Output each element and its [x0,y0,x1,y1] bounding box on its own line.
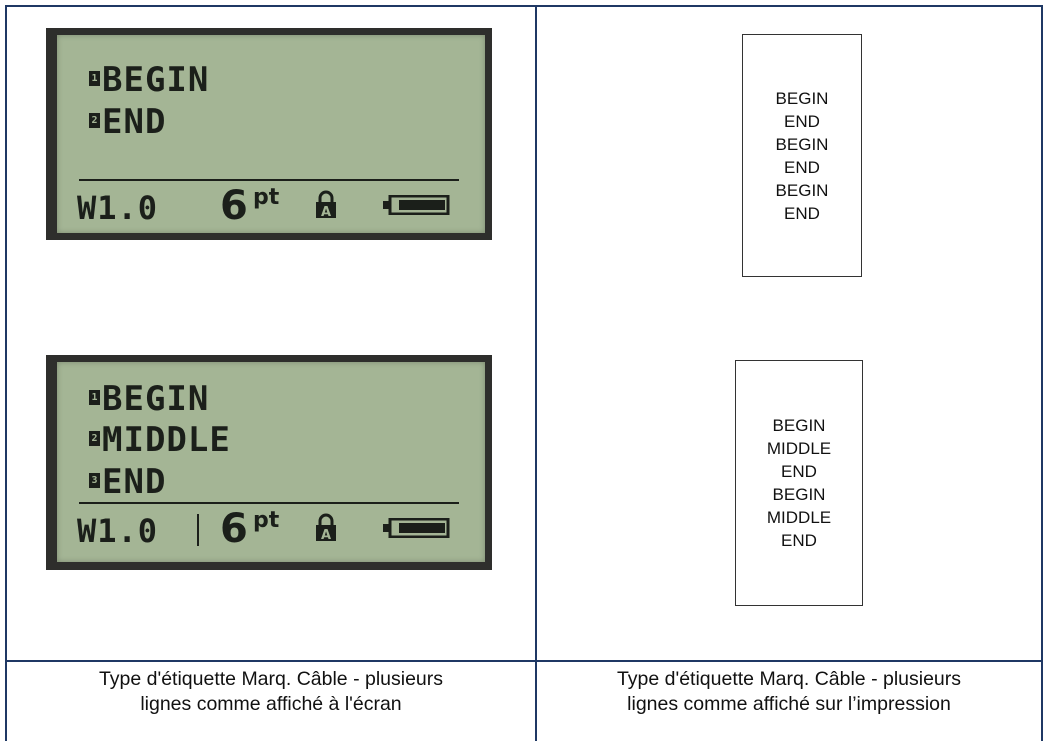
lcd-line-text: END [102,462,167,502]
printed-line: BEGIN [775,88,829,108]
font-size-unit: pt [253,185,280,210]
font-size-unit: pt [253,508,280,533]
line-number-badge: 2 [89,113,100,128]
lcd-line-text: END [102,102,167,142]
printed-line: MIDDLE [766,508,832,527]
caption-print: Type d'étiquette Marq. Câble - plusieurs… [537,667,1041,717]
status-bar: W1.0 6 pt A [77,506,459,552]
printed-line: BEGIN [772,416,826,435]
line-number-badge: 1 [89,71,100,86]
svg-text:A: A [321,528,331,542]
battery-icon [383,195,450,215]
text-cursor [197,514,199,546]
status-bar: W1.0 6 pt A [77,183,459,229]
printed-line: END [781,462,817,481]
caption-line-1: Type d'étiquette Marq. Câble - plusieurs [98,668,444,690]
label-width-indicator: W1.0 [77,512,159,550]
caption-line-1: Type d'étiquette Marq. Câble - plusieurs [616,668,962,690]
font-size-value: 6 [220,183,248,229]
lcd-line-text: MIDDLE [102,420,231,460]
font-size-value: 6 [220,506,248,552]
printed-line: BEGIN [772,485,826,504]
battery-icon [383,518,450,538]
label-width-indicator: W1.0 [77,189,159,227]
printed-line: END [784,111,820,131]
caption-line-2: lignes comme affiché sur l’impression [627,693,951,715]
line-number-badge: 3 [89,473,100,488]
status-divider [79,502,459,504]
printed-line: BEGIN [775,134,829,154]
caption-row-divider [5,660,1043,662]
line-number-badge: 1 [89,390,100,405]
svg-text:A: A [321,205,331,219]
printed-label-three-lines: BEGIN MIDDLE END BEGIN MIDDLE END [735,360,863,606]
printed-line: BEGIN [775,180,829,200]
line-number-badge: 2 [89,431,100,446]
printed-label-two-lines: BEGIN END BEGIN END BEGIN END [742,34,862,277]
caption-line-2: lignes comme affiché à l'écran [140,693,402,715]
printed-line: END [781,531,817,550]
lock-a-icon: A [316,190,336,219]
status-divider [79,179,459,181]
printed-line: MIDDLE [766,439,832,458]
printed-line: END [784,157,820,177]
printed-line: END [784,203,820,223]
table-frame [5,5,1043,741]
lock-a-icon: A [316,513,336,542]
column-divider [535,5,537,741]
caption-screen: Type d'étiquette Marq. Câble - plusieurs… [7,667,535,717]
lcd-line-text: BEGIN [102,60,210,100]
lcd-line-text: BEGIN [102,379,210,419]
